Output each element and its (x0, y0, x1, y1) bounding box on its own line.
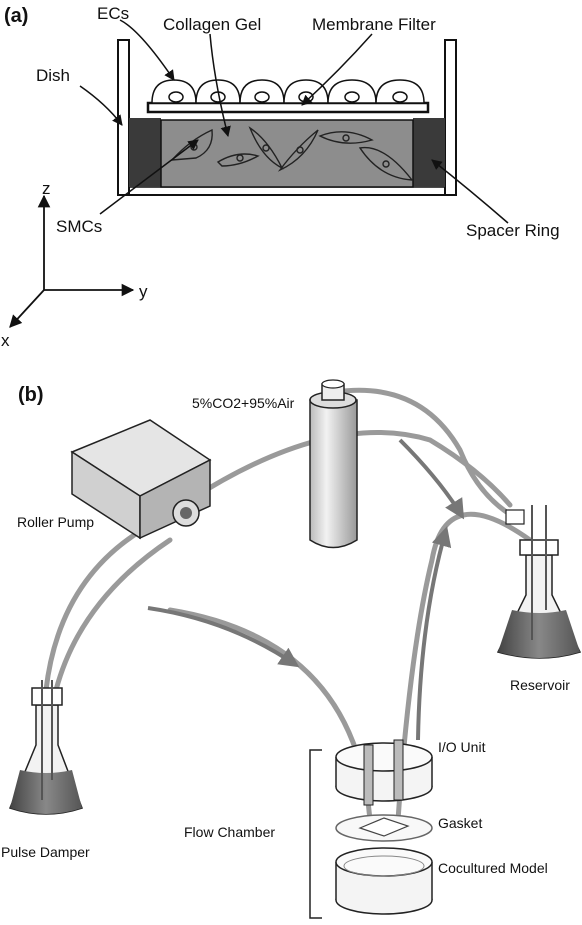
panel-a-letter: (a) (4, 5, 28, 27)
ec-cells (151, 79, 425, 104)
pulse-damper-flask (8, 680, 83, 815)
gas-cylinder (309, 379, 358, 549)
spacer-ring (129, 118, 445, 187)
label-ecs: ECs (97, 4, 129, 23)
cocultured-model-dish (335, 847, 433, 915)
roller-pump (70, 419, 212, 540)
label-collagen-gel: Collagen Gel (163, 15, 261, 34)
label-io-unit: I/O Unit (438, 739, 486, 755)
panel-b: (b) Roller Pump (1, 379, 582, 919)
flow-chamber-bracket (309, 749, 322, 919)
label-pulse-damper: Pulse Damper (1, 844, 90, 860)
label-roller-pump: Roller Pump (17, 514, 94, 530)
label-membrane-filter: Membrane Filter (312, 15, 436, 34)
membrane-filter (146, 101, 430, 114)
reservoir-flask (496, 505, 582, 659)
collagen-gel (160, 119, 414, 188)
label-cocultured-model: Cocultured Model (438, 860, 548, 876)
panel-b-letter: (b) (18, 384, 44, 406)
panel-a-leaders (79, 19, 509, 224)
axis-x-label: x (1, 331, 10, 350)
label-smcs: SMCs (56, 217, 102, 236)
label-flow-chamber: Flow Chamber (184, 824, 275, 840)
axis-y-label: y (139, 282, 148, 301)
axis-z-label: z (42, 179, 51, 198)
gasket (335, 814, 433, 842)
panel-a: (a) (1, 4, 560, 350)
label-reservoir: Reservoir (510, 677, 570, 693)
label-gasket: Gasket (438, 815, 482, 831)
coordinate-axes (9, 194, 135, 328)
label-spacer-ring: Spacer Ring (466, 221, 560, 240)
flow-arrows (147, 438, 465, 741)
label-dish: Dish (36, 66, 70, 85)
label-gas-mixture: 5%CO2+95%Air (192, 395, 295, 411)
io-unit (335, 739, 433, 806)
